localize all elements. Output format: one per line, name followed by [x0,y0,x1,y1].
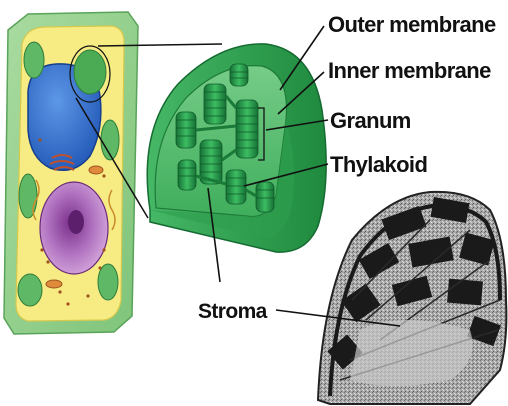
cell-chloroplast [74,50,106,94]
label-thylakoid: Thylakoid [330,152,427,177]
granum-stack [256,182,274,212]
label-stroma: Stroma [198,300,268,323]
electron-micrograph [318,192,506,404]
label-inner-membrane: Inner membrane [328,58,491,83]
cell-chloroplast [98,264,118,300]
label-granum: Granum [330,108,411,133]
plant-cell [4,12,138,334]
granum-stack [226,170,246,204]
granum-stack [204,84,226,124]
granum-stack [230,64,248,86]
granum-stack [236,100,258,158]
chloroplast-cutaway [147,44,326,252]
cell-chloroplast [18,274,42,306]
cell-chloroplast [19,174,37,218]
label-outer-membrane: Outer membrane [328,12,496,37]
granum-stack [176,112,196,148]
nucleolus [68,210,84,234]
mitochondrion [89,166,103,174]
granum-stack [178,160,196,190]
micrograph-stroma [350,320,473,386]
cell-chloroplast [24,42,44,78]
mitochondrion [46,280,62,288]
